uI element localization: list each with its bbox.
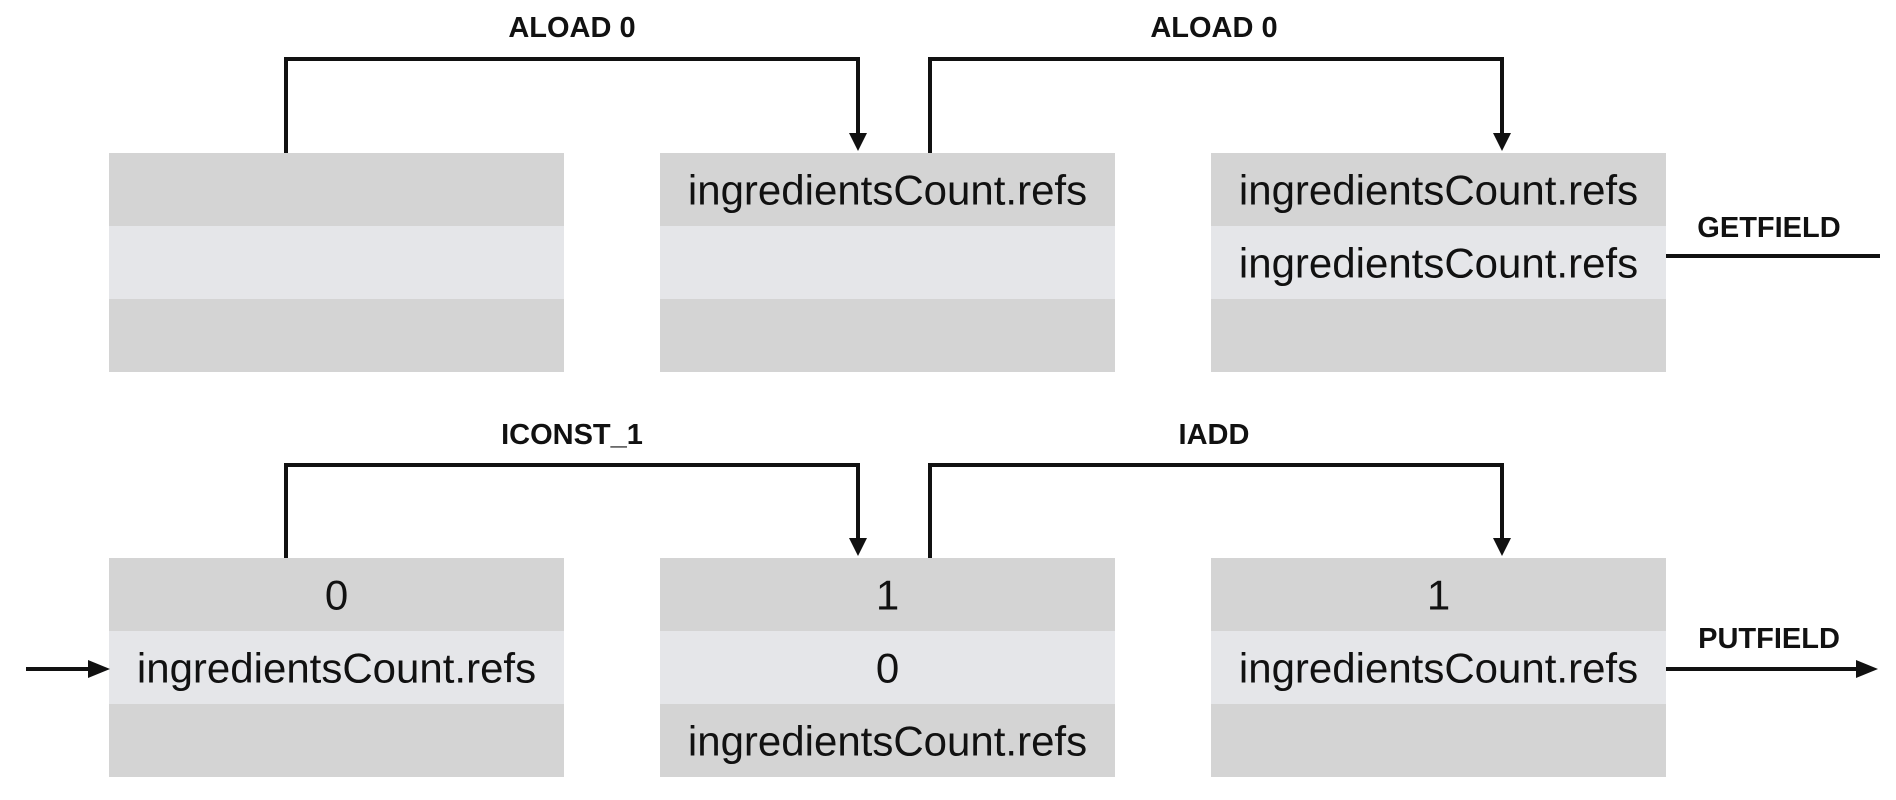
- putfield-arrowhead: [1856, 660, 1878, 678]
- connector-iconst-line: [284, 463, 860, 558]
- stack-5-slot-3: [660, 704, 1115, 777]
- stack-2-slot-3: [660, 299, 1115, 372]
- connector-aload-1-line: [284, 57, 860, 153]
- op-label-iadd: IADD: [1179, 419, 1250, 451]
- op-label-aload-0: ALOAD 0: [508, 12, 635, 44]
- connector-iadd-line: [928, 463, 1504, 558]
- connector-aload-2-line: [928, 57, 1504, 153]
- stack-5-slot-3-value: ingredientsCount.refs: [688, 718, 1087, 765]
- stack-3-slot-1-value: ingredientsCount.refs: [1239, 167, 1638, 214]
- stack-3-slot-2: [1211, 226, 1666, 299]
- stack-1-slot-1: [109, 153, 564, 226]
- connector-aload-2-arrowhead: [1493, 133, 1511, 151]
- stack-6-slot-3: [1211, 704, 1666, 777]
- connector-iadd-arrowhead: [1493, 538, 1511, 556]
- stack-5-slot-2-value: 0: [876, 645, 899, 692]
- stack-2-slot-1-value: ingredientsCount.refs: [688, 167, 1087, 214]
- stack-3-slot-2-value: ingredientsCount.refs: [1239, 240, 1638, 287]
- op-label-putfield: PUTFIELD: [1698, 623, 1840, 655]
- stack-5-slot-2: [660, 631, 1115, 704]
- stack-6-slot-1-value: 1: [1427, 572, 1450, 619]
- stack-4-slot-3: [109, 704, 564, 777]
- connector-aload-1-arrowhead: [849, 133, 867, 151]
- op-label-iconst-1: ICONST_1: [501, 419, 643, 451]
- stack-5-slot-1-value: 1: [876, 572, 899, 619]
- input-arrowhead: [88, 660, 110, 678]
- stack-2-slot-1: [660, 153, 1115, 226]
- op-label-aload-0: ALOAD 0: [1150, 12, 1277, 44]
- stack-4-slot-2-value: ingredientsCount.refs: [137, 645, 536, 692]
- stack-6-slot-2: [1211, 631, 1666, 704]
- stack-6-slot-1: [1211, 558, 1666, 631]
- stack-3-slot-1: [1211, 153, 1666, 226]
- stack-1-slot-2: [109, 226, 564, 299]
- stack-4-slot-1-value: 0: [325, 572, 348, 619]
- stack-1-slot-3: [109, 299, 564, 372]
- stack-6-slot-2-value: ingredientsCount.refs: [1239, 645, 1638, 692]
- stack-2-slot-2: [660, 226, 1115, 299]
- stack-4-slot-2: [109, 631, 564, 704]
- stack-3-slot-3: [1211, 299, 1666, 372]
- stack-5-slot-1: [660, 558, 1115, 631]
- stack-4-slot-1: [109, 558, 564, 631]
- connector-iconst-arrowhead: [849, 538, 867, 556]
- op-label-getfield: GETFIELD: [1697, 212, 1840, 244]
